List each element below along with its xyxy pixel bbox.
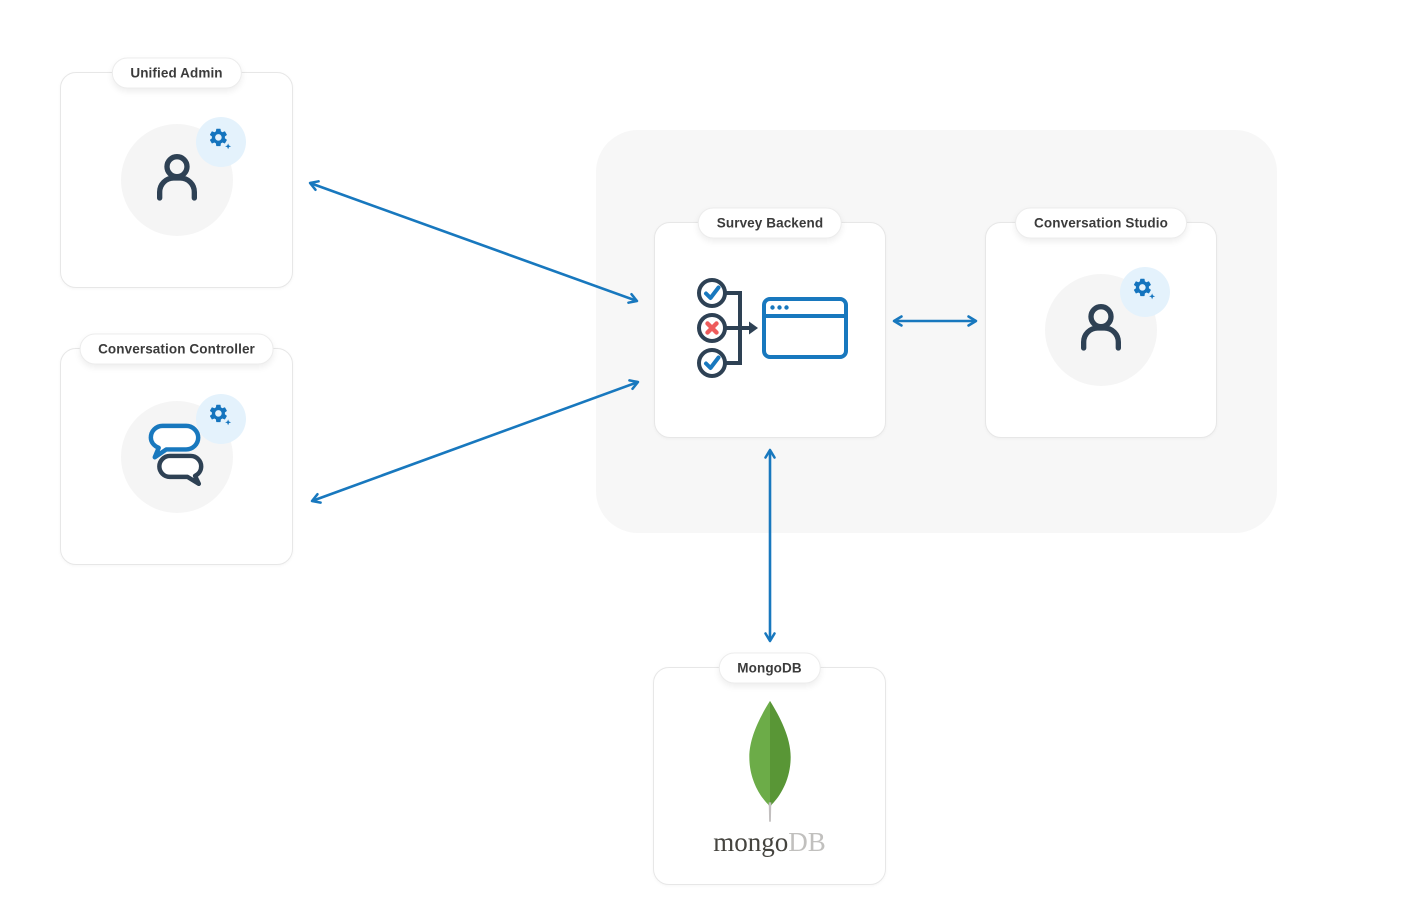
icon-circle [120, 117, 246, 236]
gear-sparkle-icon [207, 126, 235, 159]
chat-bubbles-icon [143, 420, 211, 493]
node-mongodb: MongoDB mongoDB [653, 652, 886, 885]
node-label-conversation-controller: Conversation Controller [79, 333, 274, 365]
node-conversation-studio: Conversation Studio [985, 207, 1217, 438]
gear-badge [195, 393, 246, 444]
edge-conversation-controller-survey-backend [310, 379, 640, 504]
mongodb-leaf-icon [735, 696, 805, 829]
node-unified-admin: Unified Admin [60, 57, 293, 288]
node-conversation-controller: Conversation Controller [60, 333, 293, 565]
gear-sparkle-icon [1131, 276, 1159, 309]
mongodb-logo-text: mongoDB [713, 827, 826, 857]
user-icon [145, 146, 209, 215]
node-label-conversation-studio: Conversation Studio [1015, 207, 1187, 239]
gear-badge [195, 117, 246, 167]
node-label-survey-backend: Survey Backend [697, 207, 843, 239]
gear-sparkle-icon [207, 402, 235, 435]
icon-circle [120, 393, 246, 513]
survey-checklist-browser-icon [688, 272, 852, 389]
user-icon [1069, 296, 1133, 365]
edge-unified-admin-survey-backend [308, 180, 639, 304]
node-label-mongodb: MongoDB [718, 652, 821, 684]
gear-badge [1120, 267, 1170, 317]
icon-circle [1045, 267, 1170, 386]
node-survey-backend: Survey Backend [654, 207, 886, 438]
node-label-unified-admin: Unified Admin [111, 57, 242, 89]
